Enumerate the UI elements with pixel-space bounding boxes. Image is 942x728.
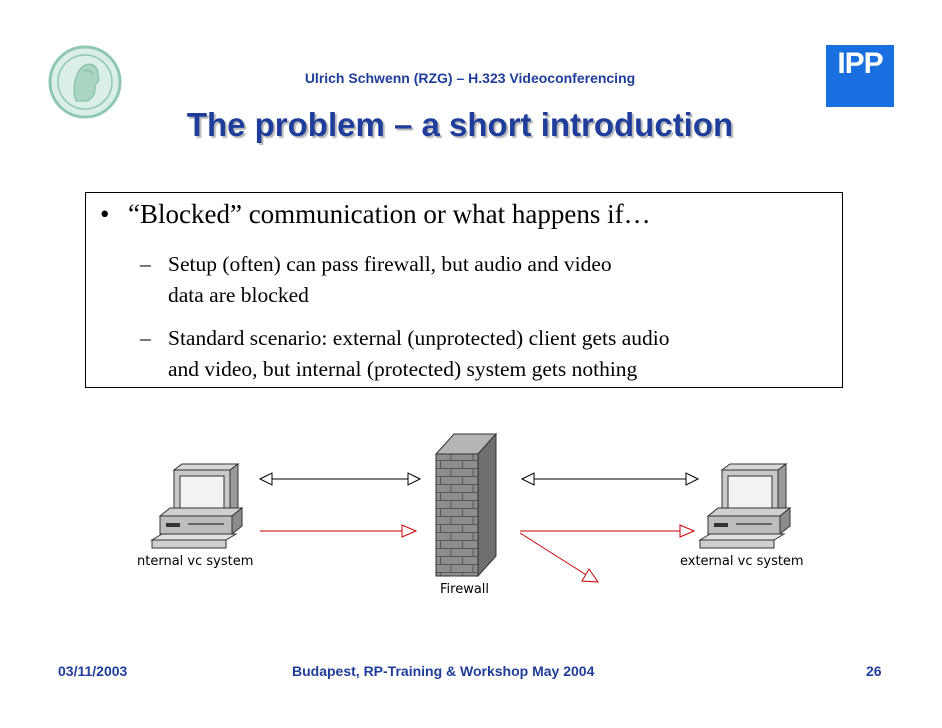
double-arrow-icon: [258, 472, 422, 486]
bullet-text: “Blocked” communication or what happens …: [128, 199, 651, 229]
header-text: Ulrich Schwenn (RZG) – H.323 Videoconfer…: [304, 70, 636, 86]
ipp-logo-text: IPP: [837, 47, 883, 80]
footer-page-number: 26: [866, 663, 882, 679]
subitem-2-line-2: and video, but internal (protected) syst…: [168, 357, 638, 381]
network-diagram: nternal vc system external vc system Fir…: [0, 420, 942, 620]
red-arrow-icon: [519, 532, 599, 583]
internal-computer-icon: [150, 463, 244, 549]
firewall-label: Firewall: [440, 582, 490, 597]
footer-event: Budapest, RP-Training & Workshop May 200…: [292, 663, 595, 679]
content-box: • “Blocked” communication or what happens…: [85, 192, 843, 388]
subitem-1-line-1: Setup (often) can pass firewall, but aud…: [168, 252, 612, 276]
firewall-icon: [434, 432, 498, 578]
double-arrow-icon: [520, 472, 700, 486]
footer-date: 03/11/2003: [58, 663, 128, 679]
subitem-2-line-1: Standard scenario: external (unprotected…: [168, 326, 670, 350]
internal-system-label: nternal vc system: [137, 554, 254, 569]
red-arrow-icon: [520, 524, 696, 538]
external-computer-icon: [698, 463, 792, 549]
subitem-2-dash: –: [140, 326, 151, 350]
red-arrow-icon: [260, 524, 418, 538]
bullet-dot: •: [100, 199, 110, 229]
subitem-1-dash: –: [140, 252, 151, 276]
bullet-item: • “Blocked” communication or what happens…: [100, 199, 651, 230]
slide-title: The problem – a short introduction: [186, 106, 734, 143]
seal-logo-icon: [48, 45, 122, 119]
subitem-1-line-2: data are blocked: [168, 283, 309, 307]
external-system-label: external vc system: [680, 554, 804, 569]
ipp-logo: IPP: [826, 45, 894, 107]
